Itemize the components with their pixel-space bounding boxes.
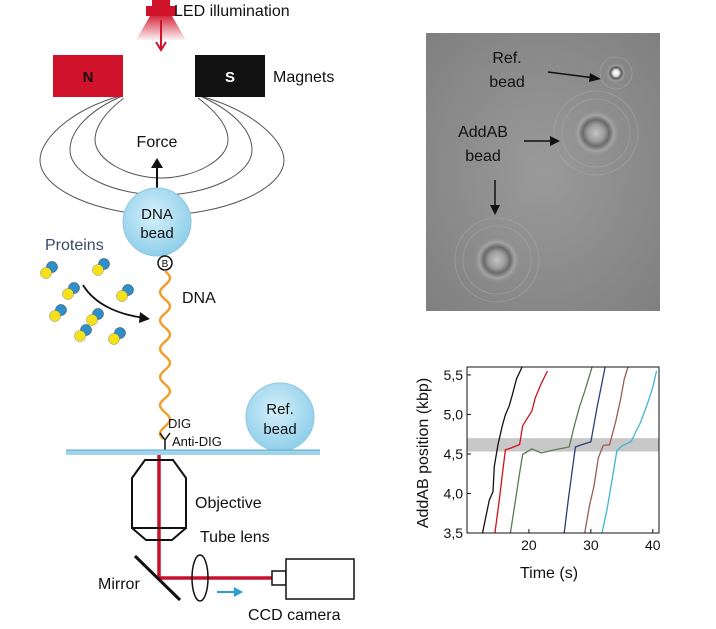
protein-icon [86, 308, 104, 326]
protein-icon [116, 284, 134, 302]
magnets [53, 55, 265, 125]
dna-label: DNA [182, 290, 216, 307]
mg-down-arrow [490, 180, 500, 215]
magnet-n-label: N [83, 69, 94, 86]
mg-addab-label-2: bead [465, 148, 501, 165]
protein-icon [62, 282, 80, 300]
protein-icon [108, 327, 126, 345]
flow-cell-surface [66, 450, 320, 455]
series-line [601, 370, 658, 534]
biotin-marker [157, 255, 173, 271]
biotin-label: B [162, 259, 169, 270]
protein-icon [74, 324, 92, 342]
chart-y-label: AddAB position (kbp) [415, 378, 432, 528]
proteins-arrow [82, 284, 150, 323]
mirror-label: Mirror [98, 576, 140, 593]
y-tick-label: 5,5 [444, 367, 464, 383]
light-path [157, 455, 279, 580]
protein-icon [92, 258, 110, 276]
mg-ref-arrow [547, 71, 601, 82]
ref-bead-image [606, 63, 626, 83]
ref-bead-label-2: bead [263, 421, 296, 438]
series-line [509, 366, 593, 534]
y-tick-label: 4,5 [444, 446, 464, 462]
y-tick-label: 4,0 [444, 485, 464, 501]
lower-bead-image [473, 236, 521, 284]
x-tick-label: 20 [521, 537, 537, 553]
proteins-label: Proteins [45, 237, 104, 254]
chart-frame [466, 366, 660, 534]
protein-icon [49, 304, 67, 322]
pause-band [467, 438, 659, 452]
proteins [40, 258, 134, 345]
x-tick-label: 40 [645, 537, 661, 553]
magnets-label: Magnets [273, 69, 334, 86]
addab-bead-image [572, 109, 620, 157]
magnet-north [53, 55, 123, 97]
mg-addab-arrow [524, 136, 560, 146]
y-tick-label: 5,0 [444, 406, 464, 422]
setup-diagram: LED illumination N S Magnets Force DNA b… [39, 0, 355, 624]
magnet-s-label: S [225, 69, 235, 86]
tube-lens-icon [191, 554, 209, 602]
series-line [584, 366, 629, 534]
chart-x-label: Time (s) [520, 565, 578, 582]
mg-ref-label-1: Ref. [492, 50, 521, 67]
force-label: Force [137, 134, 178, 151]
ccd-camera-label: CCD camera [248, 607, 341, 624]
mg-addab-label-1: AddAB [458, 124, 508, 141]
image-arrow [217, 587, 243, 597]
dig-label: DIG [168, 416, 191, 431]
position-chart: 20 30 40 3,5 4,0 4,5 5,0 5,5 Time (s) AddAB pos… [415, 366, 661, 582]
tube-lens-label: Tube lens [200, 529, 270, 546]
ref-bead-label-1: Ref. [266, 401, 294, 418]
objective-icon [131, 459, 187, 541]
series-line [563, 366, 606, 534]
dna-bead-label-1: DNA [141, 206, 173, 223]
led-icon [136, 0, 186, 52]
dna-bead-label-2: bead [140, 225, 173, 242]
mg-ref-label-2: bead [489, 74, 525, 91]
x-tick-label: 30 [583, 537, 599, 553]
dna-bead [122, 187, 192, 257]
anti-dig-icon [159, 432, 171, 450]
magnet-south [195, 55, 265, 97]
bead-micrograph: Ref. bead AddAB bead [426, 33, 660, 311]
led-label: LED illumination [174, 3, 290, 20]
dna-strand [158, 270, 172, 440]
ccd-camera-icon [271, 558, 355, 600]
protein-icon [40, 261, 58, 279]
y-tick-label: 3,5 [444, 525, 464, 541]
objective-label: Objective [195, 495, 262, 512]
series-line [494, 370, 549, 534]
anti-dig-label: Anti-DIG [172, 434, 222, 449]
mirror-icon [133, 554, 182, 602]
series-line [481, 366, 523, 534]
